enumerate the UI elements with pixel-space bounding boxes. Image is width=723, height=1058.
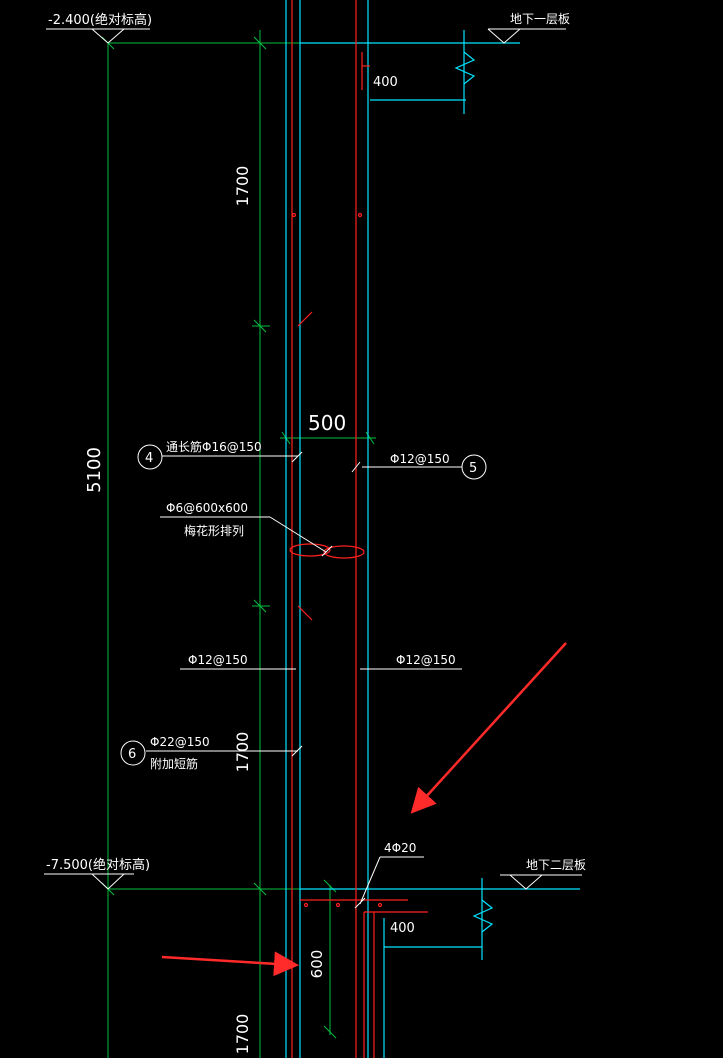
- bar6-label: Φ22@150: [150, 735, 210, 749]
- bottom-slab-label: 地下二层板: [526, 858, 586, 872]
- wall-thickness-dim: 500: [308, 411, 346, 435]
- anchorage-dim: 600: [308, 950, 326, 979]
- level-marker-top-right: [487, 28, 566, 44]
- level-marker-bottom-left: [44, 873, 134, 890]
- annotation-arrows: [161, 642, 567, 977]
- tag-5: 5: [469, 461, 477, 476]
- tag-6: 6: [128, 747, 136, 762]
- top-elevation-label: -2.400(绝对标高): [48, 12, 152, 28]
- arrow-lower-left: [161, 951, 299, 977]
- bottom-elevation-label: -7.500(绝对标高): [46, 857, 150, 873]
- top-slab-label: 地下一层板: [510, 12, 570, 26]
- leader-lines: [146, 451, 462, 909]
- tag-circles: [120, 444, 487, 766]
- lower-zone-dim: 1700: [233, 732, 252, 773]
- tie-note: 梅花形排列: [184, 523, 244, 538]
- bar4-label: 通长筋Φ16@150: [166, 439, 262, 454]
- level-marker-top-left: [46, 28, 150, 44]
- bottom-zone-dim: 1700: [233, 1014, 252, 1055]
- bar6-note: 附加短筋: [150, 756, 198, 771]
- arrow-upper-right: [410, 642, 567, 814]
- tag-4: 4: [145, 451, 153, 466]
- overall-height-dim: 5100: [84, 447, 105, 493]
- tie-label: Φ6@600x600: [166, 501, 248, 515]
- level-marker-bottom-right: [500, 874, 582, 890]
- corner-bars-label: 4Φ20: [384, 841, 416, 855]
- slab-top-depth: 400: [373, 75, 398, 90]
- slab-bottom-depth: 400: [390, 921, 415, 936]
- right-mid-label: Φ12@150: [396, 653, 456, 667]
- rebar-lines: [289, 0, 428, 1058]
- wall-outline: [285, 0, 580, 1058]
- upper-zone-dim: 1700: [233, 166, 252, 207]
- left-mid-label: Φ12@150: [188, 653, 248, 667]
- bar5-label: Φ12@150: [390, 452, 450, 466]
